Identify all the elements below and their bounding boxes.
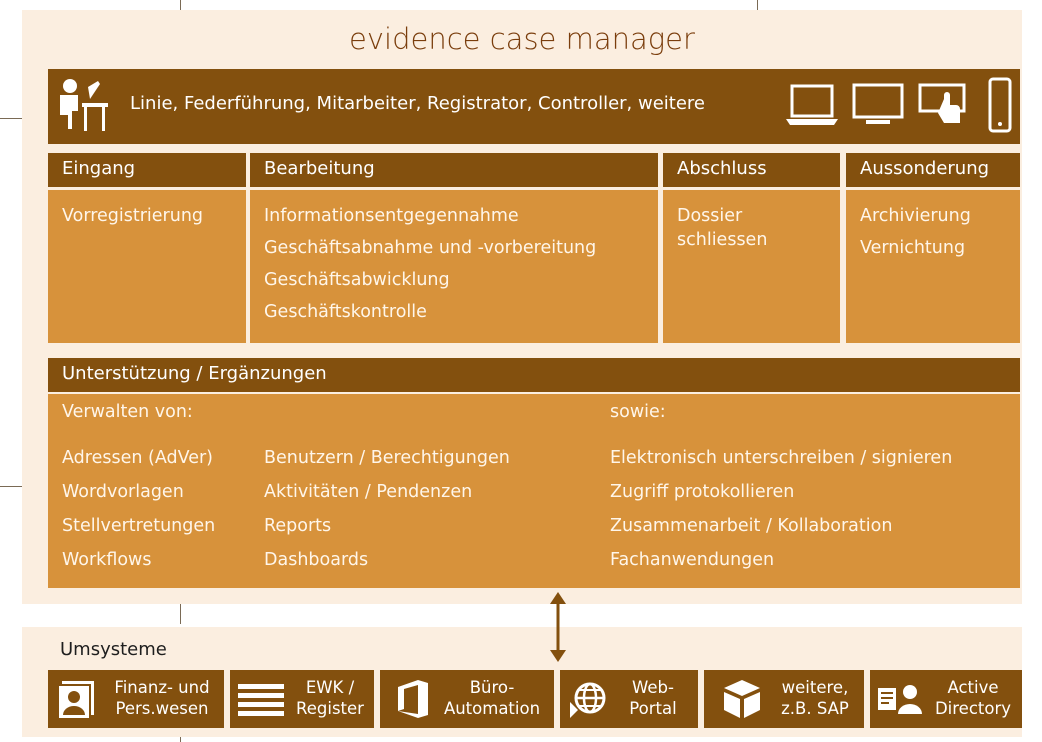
- phase-body-aussonderung: Archivierung Vernichtung: [846, 190, 1020, 343]
- support-header: Unterstützung / Ergänzungen: [48, 358, 1020, 392]
- system-label: Active Directory: [934, 678, 1012, 718]
- user-at-desk-icon: [56, 77, 108, 135]
- users-bar: Linie, Federführung, Mitarbeiter, Regist…: [48, 69, 1020, 144]
- phase-body-abschluss: Dossier schliessen: [663, 190, 840, 343]
- double-arrow-icon: [548, 592, 568, 662]
- phase-item: Geschäftskontrolle: [264, 302, 427, 322]
- phase-body-bearbeitung: Informationsentgegennahme Geschäftsabnah…: [250, 190, 658, 343]
- box-icon: [722, 678, 762, 720]
- support-item: Workflows: [62, 550, 152, 570]
- users-label: Linie, Federführung, Mitarbeiter, Regist…: [130, 93, 706, 114]
- support-item: Aktivitäten / Pendenzen: [264, 482, 473, 502]
- phase-header-aussonderung: Aussonderung: [846, 153, 1020, 187]
- support-item: Stellvertretungen: [62, 516, 216, 536]
- phase-header-abschluss: Abschluss: [663, 153, 840, 187]
- support-item: Elektronisch unterschreiben / signieren: [610, 448, 953, 468]
- system-active-directory: Active Directory: [870, 670, 1022, 728]
- support-item: Reports: [264, 516, 332, 536]
- phase-item: Geschäftsabnahme und -vorbereitung: [264, 238, 597, 258]
- support-item: Wordvorlagen: [62, 482, 184, 502]
- system-label: EWK / Register: [296, 678, 364, 718]
- laptop-icon: [786, 83, 838, 127]
- connector-line-left-upper: [0, 118, 30, 119]
- support-item: Zusammenarbeit / Kollaboration: [610, 516, 893, 536]
- phase-header-eingang: Eingang: [48, 153, 246, 187]
- phase-item: Archivierung: [860, 206, 971, 226]
- system-label: Büro- Automation: [443, 678, 541, 718]
- system-label: Finanz- und Pers.wesen: [114, 678, 210, 718]
- support-body: Verwalten von: sowie: Adressen (AdVer) W…: [48, 394, 1020, 588]
- support-item: Benutzern / Berechtigungen: [264, 448, 510, 468]
- globe-icon: [568, 680, 608, 720]
- connector-line-bottom-left: [180, 594, 181, 624]
- system-weitere-sap: weitere, z.B. SAP: [704, 670, 864, 728]
- system-label: Web- Portal: [629, 678, 677, 718]
- support-item: Fachanwendungen: [610, 550, 775, 570]
- system-label: weitere, z.B. SAP: [781, 678, 849, 718]
- office-icon: [396, 679, 430, 719]
- touch-device-icon: [918, 81, 972, 131]
- also-heading: sowie:: [610, 402, 666, 422]
- list-lines-icon: [238, 684, 284, 716]
- page-title: evidence case manager: [349, 22, 695, 56]
- umsysteme-label: Umsysteme: [60, 639, 167, 660]
- desktop-monitor-icon: [852, 83, 904, 127]
- system-buero-automation: Büro- Automation: [380, 670, 554, 728]
- phase-item: Dossier: [677, 206, 743, 226]
- phase-item: Vorregistrierung: [62, 206, 204, 226]
- directory-user-icon: [878, 682, 924, 716]
- contact-card-icon: [56, 679, 96, 719]
- support-item: Adressen (AdVer): [62, 448, 214, 468]
- system-finanz-personal: Finanz- und Pers.wesen: [48, 670, 224, 728]
- manage-heading: Verwalten von:: [62, 402, 193, 422]
- phase-item: Geschäftsabwicklung: [264, 270, 450, 290]
- connector-line-left-lower: [0, 486, 30, 487]
- support-item: Dashboards: [264, 550, 369, 570]
- smartphone-icon: [988, 77, 1012, 133]
- phase-body-eingang: Vorregistrierung: [48, 190, 246, 343]
- phase-item: Informationsentgegennahme: [264, 206, 519, 226]
- system-web-portal: Web- Portal: [560, 670, 698, 728]
- phase-header-bearbeitung: Bearbeitung: [250, 153, 658, 187]
- support-item: Zugriff protokollieren: [610, 482, 795, 502]
- system-ewk-register: EWK / Register: [230, 670, 374, 728]
- phase-item: Vernichtung: [860, 238, 966, 258]
- phase-item: schliessen: [677, 230, 768, 250]
